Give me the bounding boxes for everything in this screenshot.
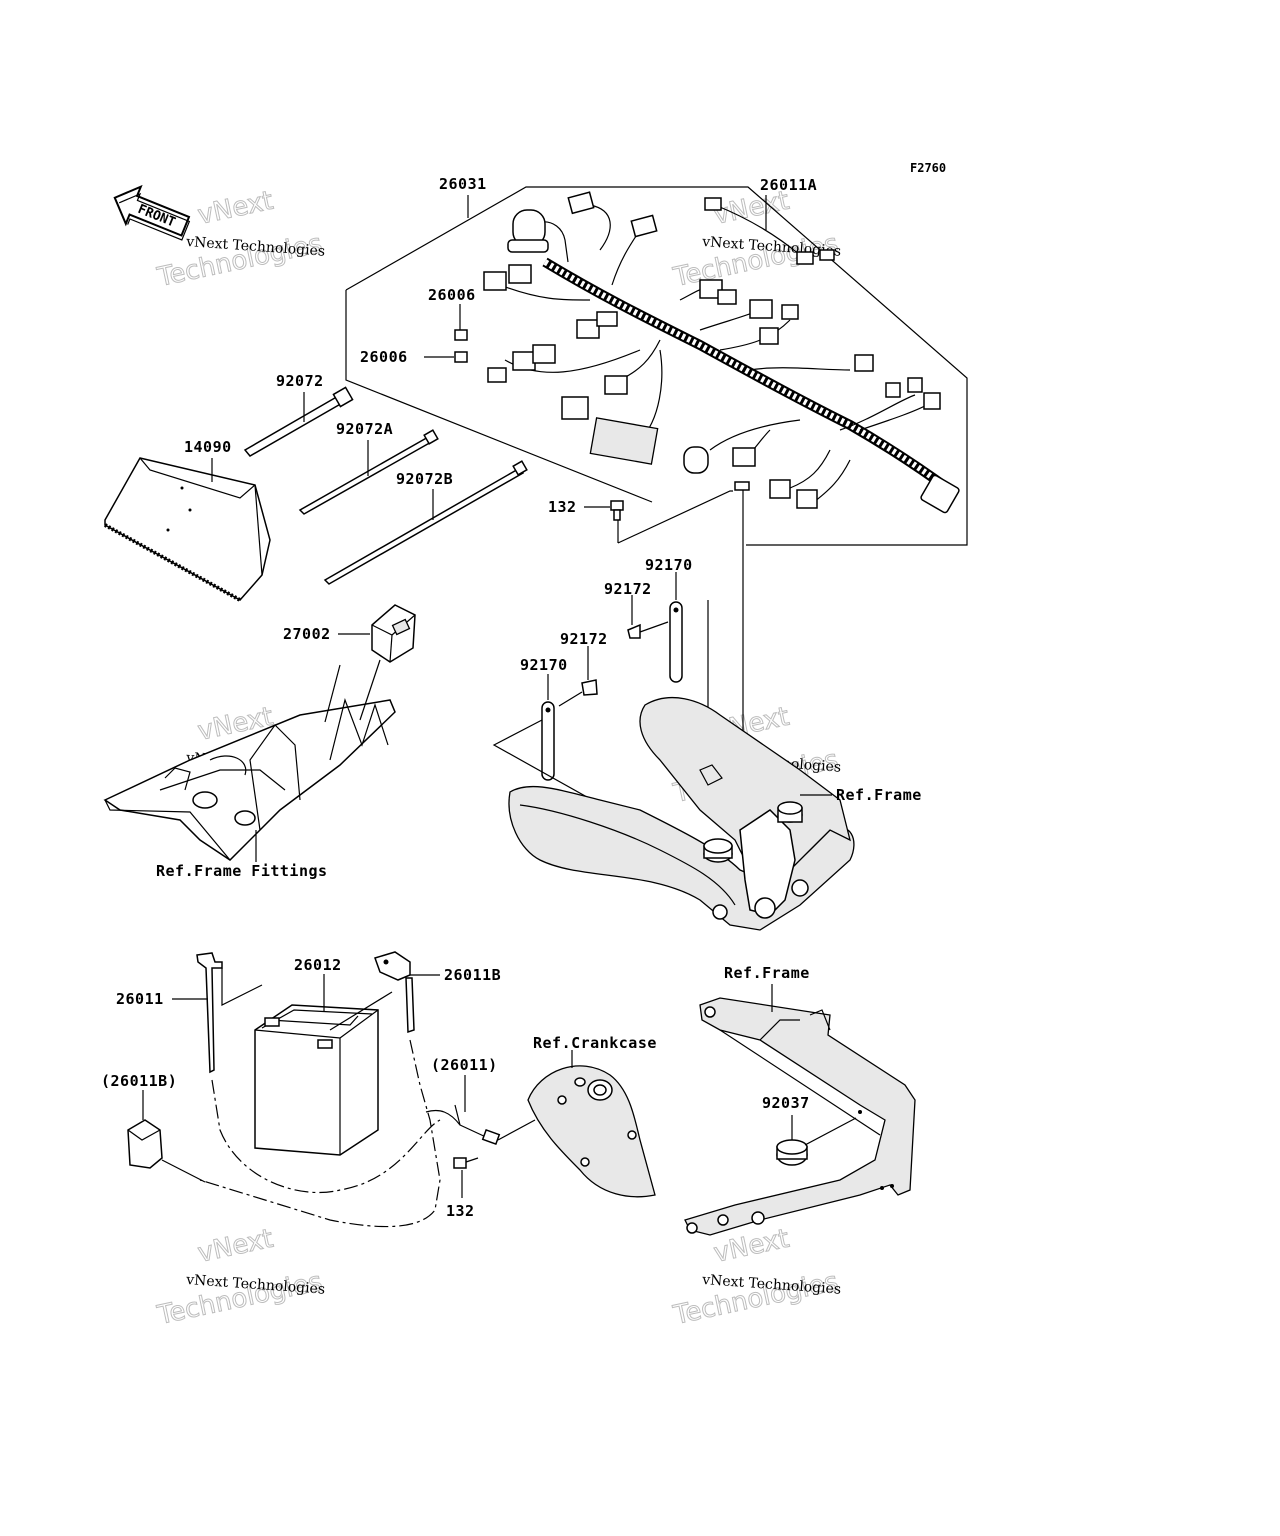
bolt-132-icon [610,500,624,521]
label-27002: 27002 [283,625,331,643]
battery-26012 [254,974,393,1156]
harness-multi-connector [589,417,659,465]
cable-26011 [172,952,441,1194]
figure-code: F2760 [910,161,946,175]
label-26031: 26031 [439,175,487,193]
cable-tie-92072A [298,429,439,515]
ground-lead [425,1075,536,1146]
label-26006-lower: 26006 [360,348,408,366]
bolt-132-lower [453,1157,479,1198]
label-14090: 14090 [184,438,232,456]
label-26012: 26012 [294,956,342,974]
label-26011: 26011 [116,990,164,1008]
label-26011A: 26011A [760,176,817,194]
label-92072A: 92072A [336,420,393,438]
label-92172-upper: 92172 [604,580,652,598]
label-26011B-paren: (26011B) [101,1072,177,1090]
cover-14090 [104,457,271,602]
label-ref-crankcase: Ref.Crankcase [533,1034,657,1052]
relay-27002 [338,604,416,663]
frame-fittings [103,659,396,862]
clip-92172-lower [558,646,598,707]
main-frame [508,697,855,931]
label-92172-lower: 92172 [560,630,608,648]
clamp-92037 [776,1115,857,1166]
label-26011-paren: (26011) [431,1056,498,1074]
label-92072: 92072 [276,372,324,390]
fuse-icon [454,351,468,363]
label-26006-upper: 26006 [428,286,476,304]
label-92170-left: 92170 [520,656,568,674]
cable-tie-92072B [323,460,528,585]
label-ref-frame-lower: Ref.Frame [724,964,810,982]
harness-group [345,186,968,820]
label-ref-frame-fittings: Ref.Frame Fittings [156,862,328,880]
cable-26011B-paren [127,1090,206,1183]
clip-92172-upper [627,595,669,639]
label-132-lower: 132 [446,1202,475,1220]
label-ref-frame-upper: Ref.Frame [836,786,922,804]
cable-tie-92072 [243,386,354,457]
fuse-icon [454,329,468,341]
label-132-bolt: 132 [548,498,577,516]
label-26011B: 26011B [444,966,501,984]
label-92170-right: 92170 [645,556,693,574]
cable-26011B [199,951,441,1228]
label-92072B: 92072B [396,470,453,488]
label-92037: 92037 [762,1094,810,1112]
crankcase-ref [527,1050,656,1198]
front-arrow-icon: FRONT [113,184,191,241]
rear-frame [684,984,916,1236]
